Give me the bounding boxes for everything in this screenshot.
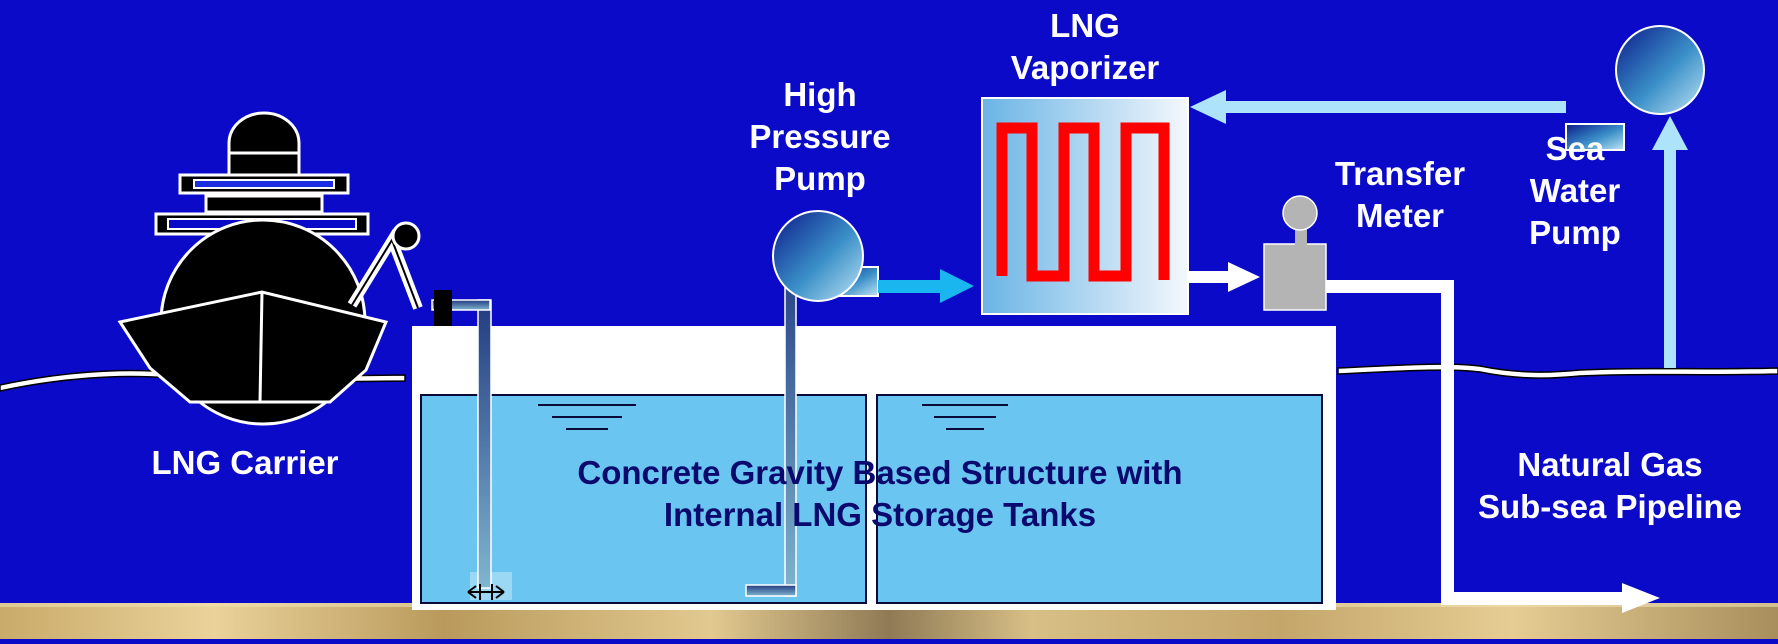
pump-to-vaporizer-arrow xyxy=(878,269,974,303)
vaporizer-coil-icon xyxy=(996,122,1170,282)
high-pressure-pump-icon xyxy=(772,210,879,302)
flow-meter-icon xyxy=(1263,195,1327,311)
label-sea-water-pump: Sea Water Pump xyxy=(1529,130,1621,251)
sea-water-to-vaporizer-arrow xyxy=(1190,90,1566,124)
label-subsea-pipeline: Natural Gas Sub-sea Pipeline xyxy=(1477,446,1743,525)
label-gravity-based-structure: Concrete Gravity Based Structure with In… xyxy=(577,454,1183,533)
subsea-pipeline xyxy=(1326,280,1660,613)
gravity-based-structure xyxy=(412,326,1336,610)
label-high-pressure-pump: High Pressure Pump xyxy=(749,76,891,197)
lng-carrier-ship-icon xyxy=(117,111,423,426)
lng-vaporizer-icon xyxy=(981,97,1189,315)
liquid-level-marks xyxy=(538,404,1008,430)
vaporizer-to-meter-arrow xyxy=(1188,262,1260,292)
unloading-pipe xyxy=(431,290,512,600)
swivel-icon xyxy=(467,584,505,600)
label-lng-carrier: LNG Carrier xyxy=(151,444,339,481)
label-transfer-meter: Transfer Meter xyxy=(1334,155,1466,234)
sea-water-intake-arrow xyxy=(1652,116,1688,368)
sea-water-pump-icon xyxy=(1565,25,1705,151)
label-lng-vaporizer: LNG Vaporizer xyxy=(1010,7,1160,86)
